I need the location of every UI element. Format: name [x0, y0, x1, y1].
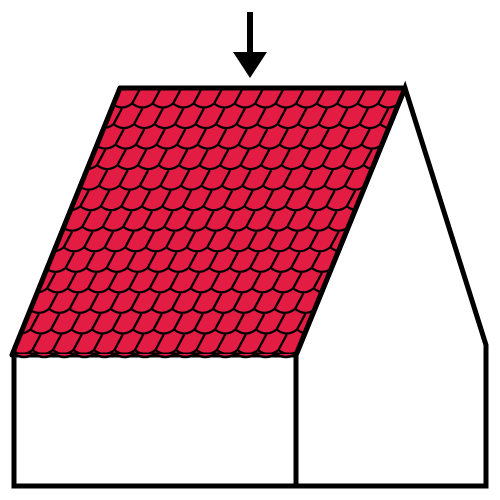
eave-scallop [234, 352, 257, 359]
roof-tile [36, 169, 68, 191]
roof-tile [69, 88, 101, 109]
eave-scallop [13, 352, 35, 359]
roof-tile [440, 88, 469, 108]
roof-tile [444, 129, 473, 149]
eave-scallop [134, 352, 156, 359]
roof-eave [13, 352, 297, 359]
eave-scallop [194, 352, 217, 359]
roof-tile [52, 128, 84, 150]
roof-tile [12, 272, 36, 294]
roof-tile [12, 313, 20, 335]
roof-tile [442, 109, 471, 129]
eave-scallop [53, 352, 76, 359]
eave-scallop [33, 352, 55, 359]
roof-tile [423, 129, 452, 149]
eave-scallop [214, 352, 237, 359]
eave-scallop [73, 352, 96, 359]
roof-tile [460, 88, 489, 108]
roof-tile [421, 109, 450, 129]
eave-scallop [114, 352, 136, 359]
eave-scallop [174, 352, 196, 359]
roof-tile [21, 231, 53, 253]
roof-tile [446, 150, 475, 170]
roof-tile [19, 210, 51, 232]
roof-tile [54, 149, 86, 171]
roof-tile [419, 88, 448, 108]
roof-tile [12, 251, 35, 273]
roof-tile [462, 109, 491, 129]
eave-scallop [93, 352, 116, 359]
eave-scallop [275, 352, 297, 359]
roof-tile [38, 190, 70, 212]
roof-tile [12, 292, 18, 315]
eave-scallop [154, 352, 176, 359]
roof-tile [71, 108, 103, 130]
arrow-down-icon [233, 12, 267, 78]
eave-scallop [255, 352, 277, 359]
front-wall [11, 352, 299, 489]
